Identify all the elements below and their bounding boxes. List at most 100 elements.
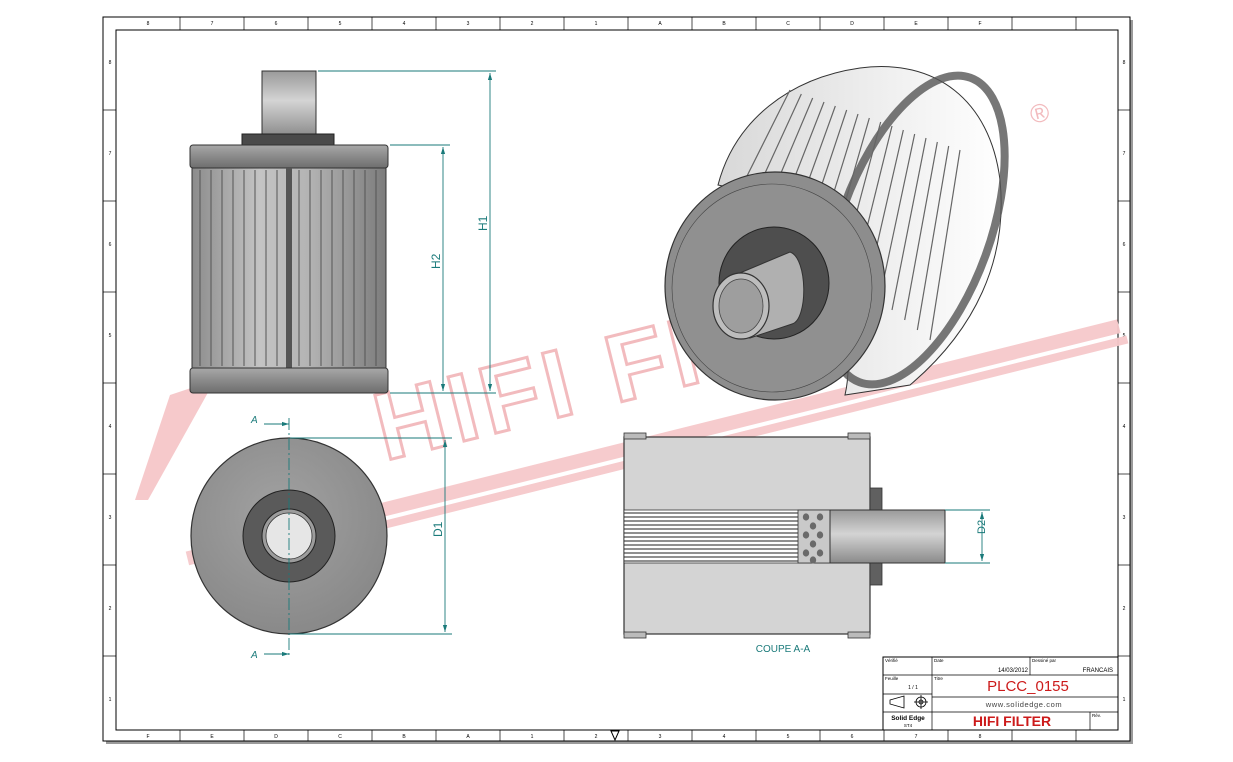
perforation-hole	[802, 549, 810, 557]
left-zone-label: 6	[109, 242, 112, 248]
iso-pleat-line	[739, 89, 791, 191]
d1-label: D1	[431, 521, 445, 537]
watermark-slash	[135, 380, 215, 500]
section-cap-top-left	[623, 432, 647, 440]
plan-view	[190, 437, 388, 635]
tb-date-label: Date	[934, 658, 944, 663]
perforation-hole	[816, 531, 824, 539]
perforation-hole	[802, 531, 810, 539]
tb-website: www.solidedge.com	[985, 700, 1062, 709]
front-bottom-cap	[189, 367, 389, 394]
front-view	[189, 70, 389, 394]
top-zone-label: E	[914, 21, 918, 27]
bottom-zone-label: B	[402, 734, 406, 740]
top-zone-label: 8	[147, 21, 150, 27]
perforation-hole	[809, 540, 817, 548]
dim-h1	[318, 70, 496, 394]
tb-part-number: PLCC_0155	[987, 678, 1069, 695]
top-zone-label: A	[658, 21, 662, 27]
top-zone-label: 2	[531, 21, 534, 27]
d2-label: D2	[976, 520, 988, 534]
h1-label: H1	[476, 215, 490, 231]
section-seal-top	[869, 487, 883, 511]
bottom-zone-label: E	[210, 734, 214, 740]
section-cap-bottom-right	[847, 631, 871, 639]
section-caption: COUPE A-A	[756, 644, 811, 655]
bottom-zone-label: 5	[787, 734, 790, 740]
title-block: Vérifié Date Dessiné par 14/03/2012 FRAN…	[882, 656, 1119, 731]
section-marker-bottom: A	[250, 650, 258, 661]
perforation-hole	[816, 513, 824, 521]
iso-pleat-line	[916, 145, 950, 331]
section-cap-bottom-left	[623, 631, 647, 639]
section-perforated-core	[797, 509, 831, 564]
tb-feuille-label: Feuille	[885, 676, 899, 681]
top-zone-label: 7	[211, 21, 214, 27]
right-zone-label: 5	[1123, 333, 1126, 339]
dim-d1	[290, 437, 452, 635]
bottom-zone-label: 1	[531, 734, 534, 740]
left-zone-label: 5	[109, 333, 112, 339]
section-line-a	[264, 418, 290, 657]
front-outlet-pipe	[261, 70, 317, 138]
perforation-holes	[802, 513, 824, 564]
right-zone-label: 2	[1123, 606, 1126, 612]
bottom-zone-label: C	[338, 734, 342, 740]
top-zone-label: 3	[467, 21, 470, 27]
tb-verifie-label: Vérifié	[885, 658, 898, 663]
right-zone-label: 7	[1123, 151, 1126, 157]
tb-dessine-label: Dessiné par	[1032, 658, 1057, 663]
top-zone-label: 5	[339, 21, 342, 27]
perforation-hole	[809, 522, 817, 530]
top-zone-label: 4	[403, 21, 406, 27]
section-media-lines	[624, 512, 798, 562]
left-zone-label: 2	[109, 606, 112, 612]
dim-h2	[390, 144, 450, 391]
iso-pleat-line	[929, 149, 961, 341]
right-zone-label: 8	[1123, 60, 1126, 66]
bottom-zone-label: F	[146, 734, 149, 740]
top-zone-label: F	[978, 21, 981, 27]
top-zone-label: C	[786, 21, 790, 27]
section-view	[623, 432, 946, 639]
tb-feuille-value: 1 / 1	[908, 685, 918, 691]
bottom-zone-label: 8	[979, 734, 982, 740]
bottom-zone-label: 7	[915, 734, 918, 740]
bottom-zone-label: D	[274, 734, 278, 740]
tb-software-version: ST4	[904, 723, 913, 728]
perforation-hole	[816, 549, 824, 557]
section-seal-bottom	[869, 562, 883, 586]
bottom-zone-label: 4	[723, 734, 726, 740]
front-pleat-lines	[199, 168, 377, 368]
section-cap-top-right	[847, 432, 871, 440]
bottom-zone-label: 6	[851, 734, 854, 740]
section-outlet-pipe	[829, 509, 946, 564]
bottom-zone-label: A	[466, 734, 470, 740]
right-zone-label: 6	[1123, 242, 1126, 248]
projection-symbol-icon	[889, 695, 928, 709]
top-zone-label: B	[722, 21, 726, 27]
tb-software: Solid Edge	[891, 715, 925, 722]
tb-language: FRANCAIS	[1083, 668, 1113, 674]
top-zone-label: 1	[595, 21, 598, 27]
tb-company: HIFI FILTER	[973, 713, 1051, 729]
centering-triangle	[610, 730, 620, 742]
left-zone-label: 3	[109, 515, 112, 521]
h2-label: H2	[429, 253, 443, 269]
top-zone-label: 6	[275, 21, 278, 27]
perforation-hole	[802, 513, 810, 521]
right-zone-label: 1	[1123, 697, 1126, 703]
front-seam	[286, 168, 292, 368]
right-zone-label: 3	[1123, 515, 1126, 521]
tb-titre-label: Titre	[934, 676, 943, 681]
top-zone-label: D	[850, 21, 854, 27]
left-zone-label: 1	[109, 697, 112, 703]
bottom-zone-label: 3	[659, 734, 662, 740]
isometric-view	[664, 66, 1009, 401]
tb-date-value: 14/03/2012	[998, 668, 1029, 674]
section-marker-top: A	[250, 415, 258, 426]
iso-pipe-bore	[718, 278, 764, 334]
tb-revision-label: Rév.	[1092, 713, 1101, 718]
front-top-cap	[189, 144, 389, 169]
